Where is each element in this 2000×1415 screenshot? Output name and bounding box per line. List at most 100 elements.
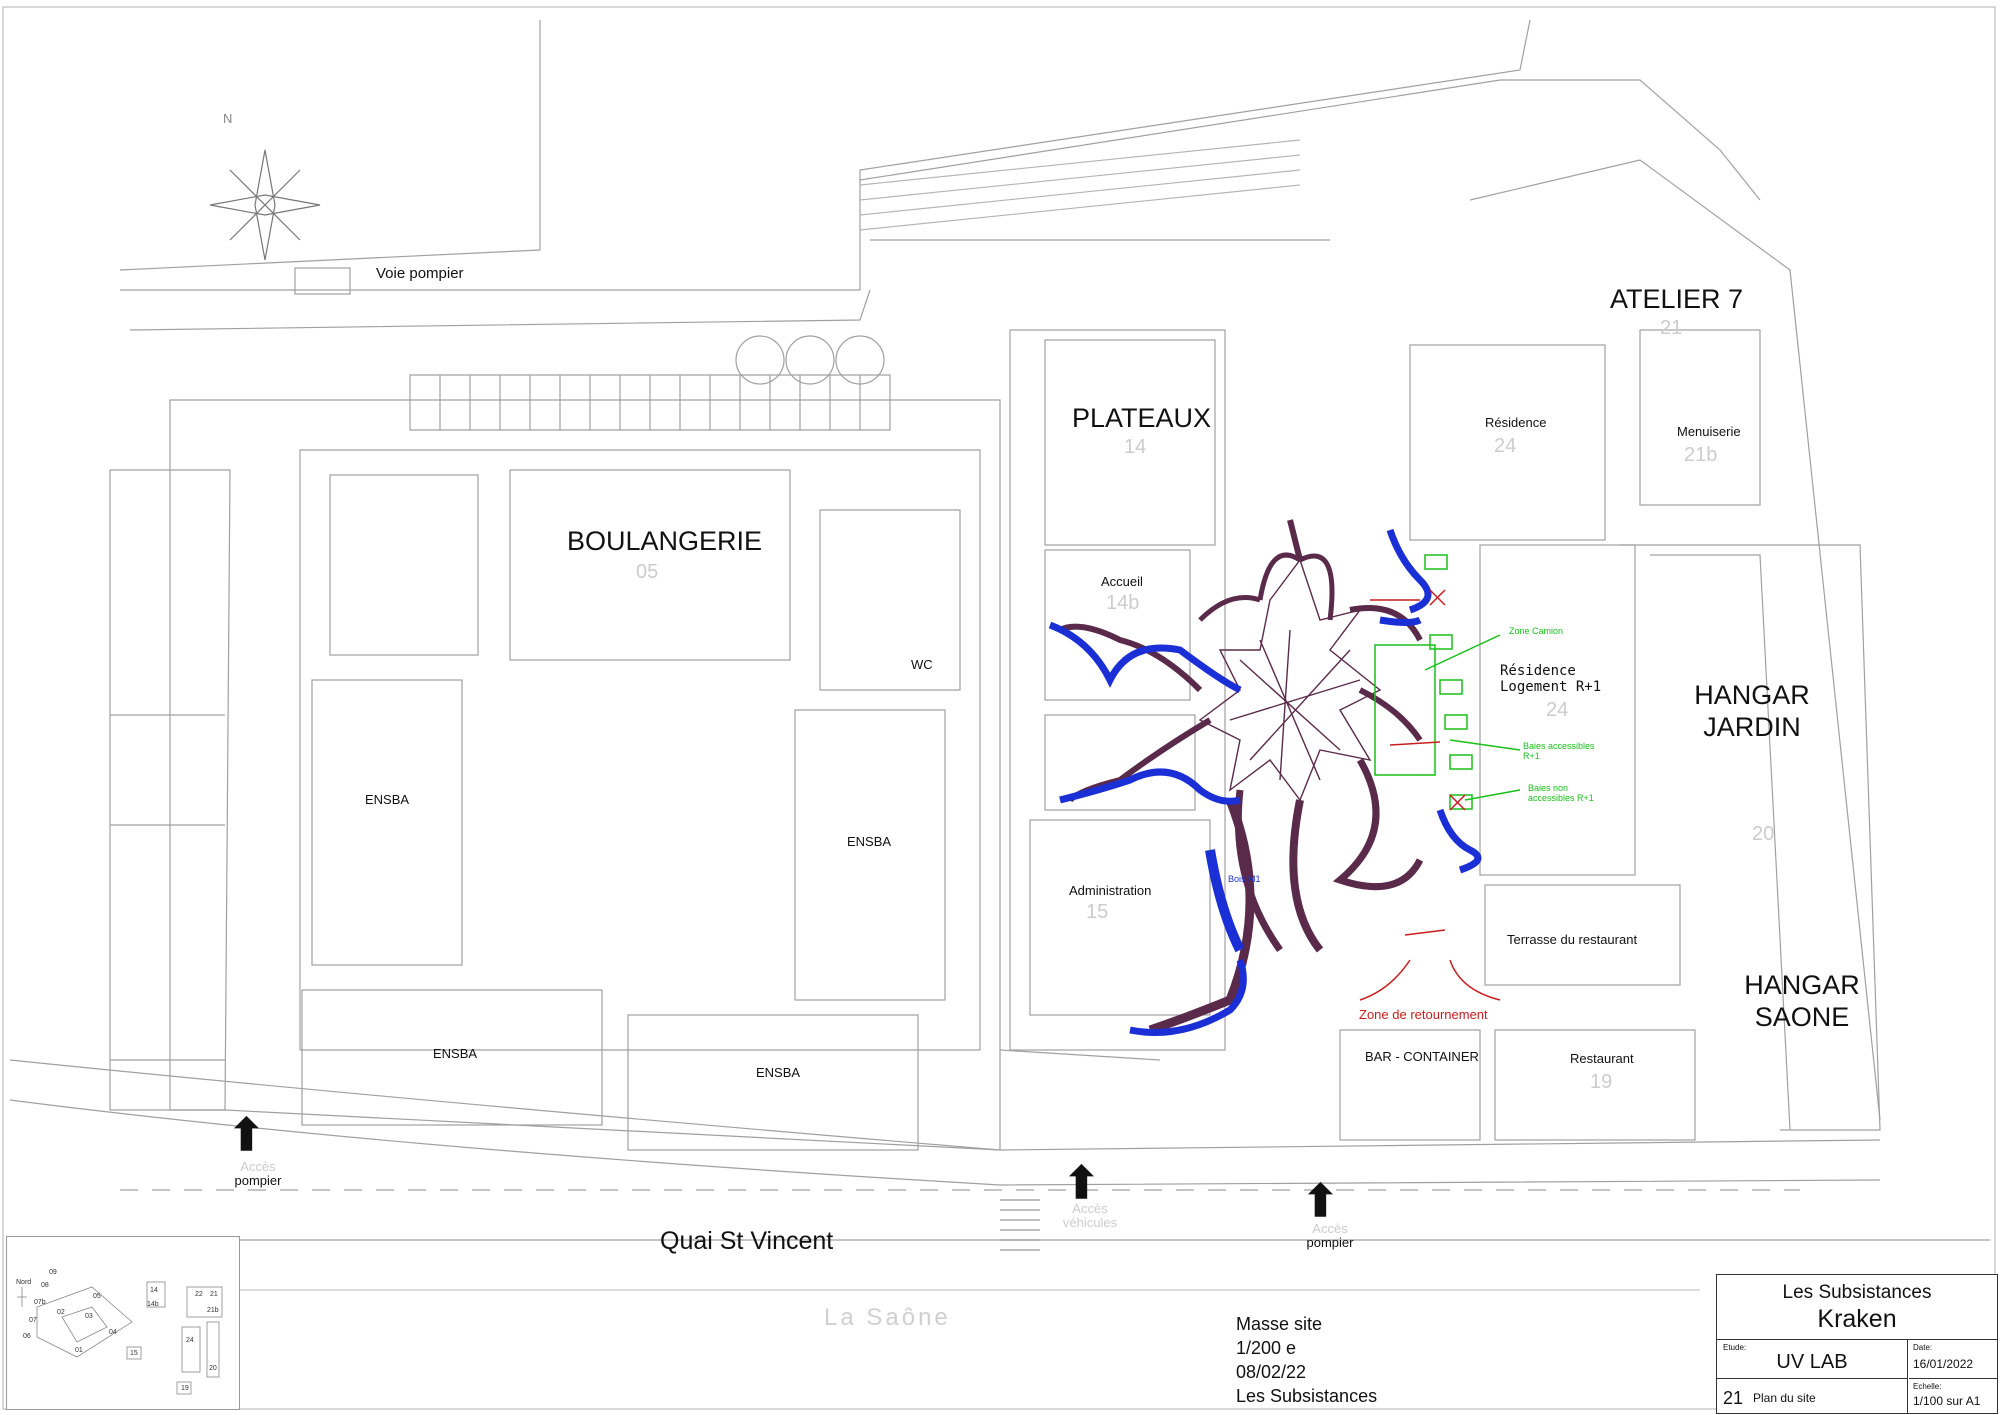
hangar-saone-line2: SAONE [1754,1002,1850,1032]
building-boulangerie-label: BOULANGERIE [567,526,763,556]
access-arrow-icon-3: ⬆ [1302,1177,1339,1226]
compass-north-label: N [223,111,233,126]
wc-label: WC [911,657,933,672]
building-number-05: 05 [636,561,659,583]
accueil-label: Accueil [1101,574,1143,589]
residence-logement-line1: Résidence [1500,663,1576,679]
restaurant-label: Restaurant [1570,1051,1634,1066]
access-point-1-line2: pompier [234,1173,282,1189]
date-cell: Date: 16/01/2022 [1909,1340,1997,1379]
access-arrow-icon-2: ⬆ [1063,1159,1100,1208]
inset-num: 21b [207,1307,219,1314]
building-number-21: 21 [1660,317,1683,339]
inset-num: 14 [150,1287,158,1294]
date-value: 16/01/2022 [1913,1357,1974,1371]
inset-num: 02 [57,1309,65,1316]
masse-line2: 1/200 e [1236,1338,1297,1358]
inset-num: 15 [130,1350,138,1357]
building-number-24b: 24 [1546,699,1569,721]
access-point-3-line1: Accès [1312,1221,1348,1236]
zone-camion-label: Zone Camion [1509,626,1564,636]
residence-logement-label: Résidence Logement R+1 [1500,663,1601,695]
ensba-label-1: ENSBA [365,792,410,807]
hangar-jardin-line1: HANGAR [1694,680,1810,710]
bar-container-label: BAR - CONTAINER [1365,1049,1479,1064]
access-point-2-line1: Accès [1072,1201,1108,1216]
residence-label: Résidence [1485,415,1547,430]
inset-num: 07 [29,1317,37,1324]
hangar-jardin-line2: JARDIN [1703,712,1801,742]
voie-pompier-label: Voie pompier [376,265,464,282]
building-number-14: 14 [1124,436,1147,458]
inset-num: 07b [34,1299,46,1306]
project-name: Kraken [1817,1305,1897,1333]
truck-zone [1374,554,1521,810]
echelle-value: 1/100 sur A1 [1913,1394,1981,1408]
inset-num: 24 [186,1337,194,1344]
baies-accessibles-line2: R+1 [1523,751,1540,761]
title-block: Les Subsistances Kraken Etude: UV LAB Da… [1716,1274,1998,1414]
street-name-label: Quai St Vincent [660,1227,834,1255]
inset-num: 14b [147,1301,159,1308]
masse-line1: Masse site [1236,1314,1323,1334]
inset-num: 01 [75,1347,83,1354]
building-atelier7-label: ATELIER 7 [1610,284,1744,314]
access-point-2: Accès véhicules [1050,1201,1130,1231]
building-number-20: 20 [1752,823,1775,845]
terrasse-label: Terrasse du restaurant [1507,932,1638,947]
inset-num: 19 [181,1385,189,1392]
zone-retournement-label: Zone de retournement [1359,1007,1488,1022]
inset-num: 06 [23,1333,31,1340]
client-name: Les Subsistances [1782,1282,1932,1303]
inset-num: 22 [195,1291,203,1298]
inset-num: 05 [93,1293,101,1300]
building-hangar-saone-label: HANGAR SAONE [1742,969,1862,1033]
administration-label: Administration [1069,883,1152,898]
etude-cell: Etude: UV LAB [1717,1340,1908,1379]
baies-non-accessibles-label: Baies non accessibles R+1 [1528,783,1594,803]
masse-line4: Les Subsistances [1236,1386,1378,1406]
access-point-1-line1: Accès [240,1159,276,1174]
title-header: Les Subsistances Kraken [1717,1275,1997,1340]
bois-m1-label: Bois M1 [1228,874,1261,884]
echelle-caption: Echelle: [1913,1382,1942,1391]
ensba-label-3: ENSBA [433,1046,478,1061]
inset-north-label: Nord [16,1279,32,1286]
inset-num: 08 [41,1282,49,1289]
turnaround-zone [1359,589,1501,1001]
echelle-cell: Echelle: 1/100 sur A1 [1909,1379,1997,1413]
baies-non-line1: Baies non [1528,783,1569,793]
sheet-title: Plan du site [1753,1391,1816,1405]
ensba-label-2: ENSBA [847,834,892,849]
masse-line3: 08/02/22 [1236,1362,1307,1382]
etude-value: UV LAB [1776,1351,1848,1373]
residence-logement-line2: Logement R+1 [1500,679,1602,695]
sheet-number: 21 [1723,1388,1744,1408]
etude-caption: Etude: [1723,1343,1747,1352]
building-hangar-jardin-label: HANGAR JARDIN [1692,679,1812,743]
menuiserie-label: Menuiserie [1677,424,1741,439]
kraken-sculpture [1048,519,1482,1036]
inset-num: 20 [209,1365,217,1372]
building-number-19: 19 [1590,1071,1613,1093]
building-number-14b: 14b [1106,592,1140,614]
building-number-21b: 21b [1684,444,1718,466]
access-point-2-line2: véhicules [1062,1215,1118,1231]
sheet-cell: 21 Plan du site [1717,1379,1908,1413]
baies-accessibles-label: Baies accessibles R+1 [1523,741,1595,761]
site-outlines [2,6,1996,1410]
key-map-inset: Nord 09 08 07b 07 06 02 03 05 01 04 14 1… [6,1236,240,1410]
inset-num: 03 [85,1313,93,1320]
river-name-label: La Saône [824,1304,951,1331]
access-point-3-line2: pompier [1306,1235,1354,1251]
date-caption: Date: [1913,1343,1933,1352]
baies-accessibles-line1: Baies accessibles [1523,741,1595,751]
hangar-saone-line1: HANGAR [1744,970,1860,1000]
masse-site-note: Masse site 1/200 e 08/02/22 Les Subsista… [1236,1312,1377,1408]
building-plateaux-label: PLATEAUX [1072,403,1212,433]
access-point-1: Accès pompier [218,1159,298,1189]
inset-num: 04 [109,1329,117,1336]
inset-num: 09 [49,1269,57,1276]
baies-non-line2: accessibles R+1 [1528,793,1594,803]
